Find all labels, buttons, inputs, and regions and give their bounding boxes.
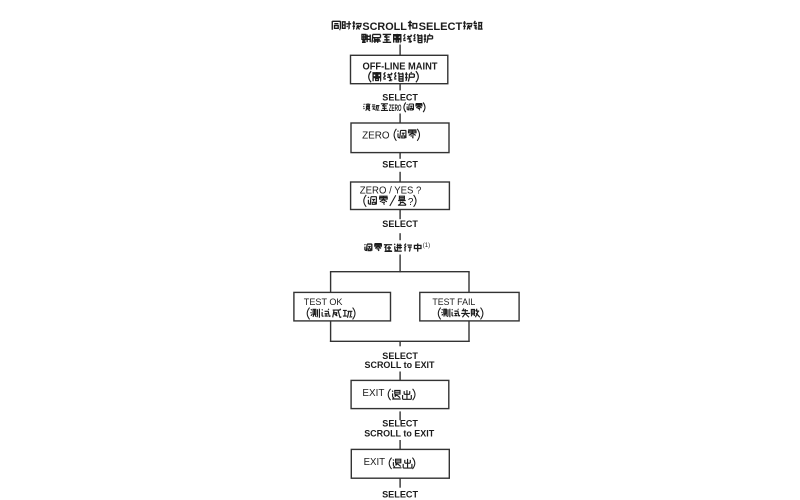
svg-text:OFF-LINE MAINT: OFF-LINE MAINT — [363, 60, 439, 72]
svg-text:TEST OK: TEST OK — [304, 297, 343, 307]
svg-text:SELECT: SELECT — [382, 219, 418, 229]
svg-text:ZERO: ZERO — [389, 103, 402, 113]
svg-text:TEST FAIL: TEST FAIL — [432, 297, 475, 307]
svg-text:SCROLL to EXIT: SCROLL to EXIT — [365, 360, 435, 370]
svg-text:(1): (1) — [423, 243, 430, 249]
svg-text:SCROLL: SCROLL — [362, 21, 407, 33]
svg-text:EXIT: EXIT — [364, 457, 386, 468]
svg-text:SELECT: SELECT — [419, 21, 463, 33]
svg-text:SELECT: SELECT — [382, 92, 418, 102]
svg-text:?: ? — [408, 197, 414, 208]
svg-text:ZERO: ZERO — [362, 130, 390, 141]
svg-text:EXIT: EXIT — [362, 388, 384, 399]
svg-text:SELECT: SELECT — [382, 489, 418, 500]
svg-text:SELECT: SELECT — [382, 419, 418, 429]
svg-text:SCROLL to EXIT: SCROLL to EXIT — [364, 428, 434, 438]
svg-text:ZERO / YES ?: ZERO / YES ? — [360, 185, 422, 196]
svg-text:SELECT: SELECT — [382, 160, 418, 170]
svg-text:SELECT: SELECT — [382, 351, 418, 361]
